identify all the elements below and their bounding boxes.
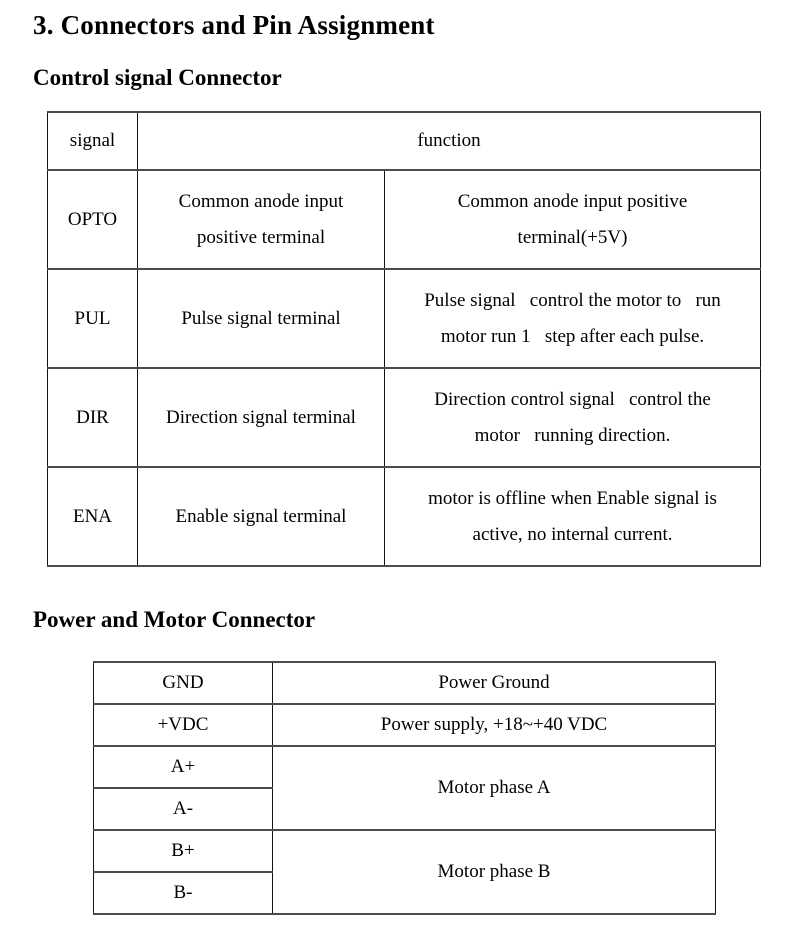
table-row: +VDC Power supply, +18~+40 VDC <box>93 703 716 747</box>
function-detail-cell: Common anode input positive terminal(+5V… <box>383 169 762 270</box>
table-header-row: signal function <box>47 111 762 171</box>
signal-cell: DIR <box>47 367 138 468</box>
power-motor-table: GND Power Ground +VDC Power supply, +18~… <box>93 661 716 915</box>
function-detail-cell: motor is offline when Enable signal is a… <box>383 466 762 567</box>
table-row: B- <box>93 871 716 915</box>
signal-cell: ENA <box>47 466 138 567</box>
pin-cell: GND <box>93 661 273 705</box>
signal-cell: PUL <box>47 268 138 369</box>
function-short-cell: Enable signal terminal <box>137 466 385 567</box>
control-signal-section-heading: Control signal Connector <box>33 65 282 90</box>
pin-cell: +VDC <box>93 703 273 747</box>
table-row: OPTO Common anode input positive termina… <box>47 169 762 270</box>
function-detail-cell: Pulse signal control the motor to run mo… <box>383 268 762 369</box>
function-short-cell: Common anode input positive terminal <box>137 169 385 270</box>
pin-description-cell: Power supply, +18~+40 VDC <box>272 703 716 747</box>
pin-description-cell: Motor phase B <box>272 829 716 915</box>
table-row: A+ Motor phase A <box>93 745 716 831</box>
power-motor-section-heading: Power and Motor Connector <box>33 607 316 632</box>
control-signal-table: signal function OPTO Common anode input … <box>47 111 762 567</box>
pin-cell: B- <box>93 871 273 915</box>
header-cell-function: function <box>136 111 762 171</box>
table-row: PUL Pulse signal terminal Pulse signal c… <box>47 268 762 369</box>
pin-description-cell: Power Ground <box>272 661 716 705</box>
header-cell-signal: signal <box>47 111 138 171</box>
table-row: B+ Motor phase B <box>93 829 716 915</box>
table-row: ENA Enable signal terminal motor is offl… <box>47 466 762 567</box>
function-short-cell: Pulse signal terminal <box>137 268 385 369</box>
function-detail-cell: Direction control signal control the mot… <box>383 367 762 468</box>
function-short-cell: Direction signal terminal <box>137 367 385 468</box>
pin-cell: B+ <box>93 829 273 873</box>
table-row: DIR Direction signal terminal Direction … <box>47 367 762 468</box>
pin-cell: A- <box>93 787 273 831</box>
pin-cell: A+ <box>93 745 273 789</box>
table-row: A- <box>93 787 716 831</box>
table-row: GND Power Ground <box>93 661 716 705</box>
pin-description-cell: Motor phase A <box>272 745 716 831</box>
signal-cell: OPTO <box>47 169 138 270</box>
page-title: 3. Connectors and Pin Assignment <box>33 10 435 40</box>
